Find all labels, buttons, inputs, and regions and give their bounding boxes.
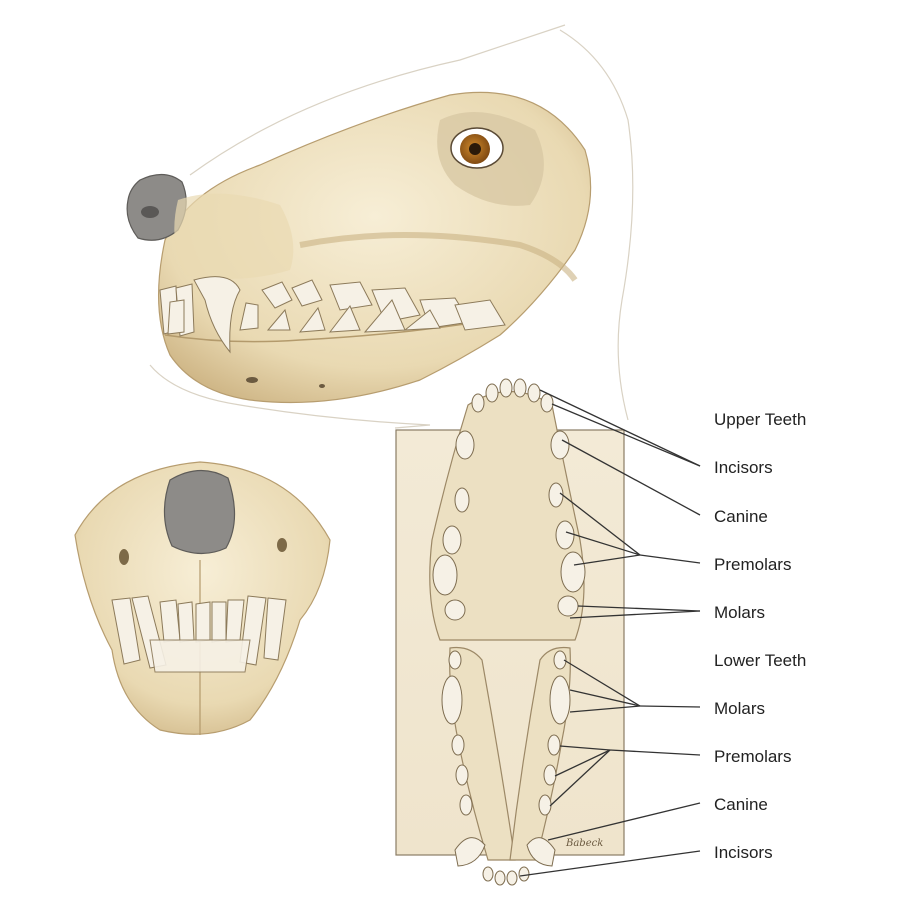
label-lower-canine: Canine [714, 795, 768, 814]
label-upper-incisors: Incisors [714, 458, 773, 477]
artist-signature: Babeck [565, 838, 603, 849]
nose [126, 173, 187, 241]
front-view-skull [74, 461, 331, 735]
label-lower-premolars: Premolars [714, 747, 792, 766]
side-view-skull [126, 24, 634, 429]
occlusal-view: Babeck [395, 378, 625, 886]
label-upper-molars: Molars [714, 603, 766, 622]
label-lower-teeth: Lower Teeth [714, 651, 807, 670]
label-upper-teeth: Upper Teeth [714, 410, 807, 429]
leader-lines [519, 389, 701, 877]
label-lower-molars: Molars [714, 699, 766, 718]
upper-canine-side [193, 276, 241, 354]
front-nose [163, 469, 236, 555]
signature-text: Babeck [565, 838, 603, 849]
label-upper-premolars: Premolars [714, 555, 792, 574]
label-upper-canine: Canine [714, 507, 768, 526]
label-lower-incisors: Incisors [714, 843, 773, 862]
